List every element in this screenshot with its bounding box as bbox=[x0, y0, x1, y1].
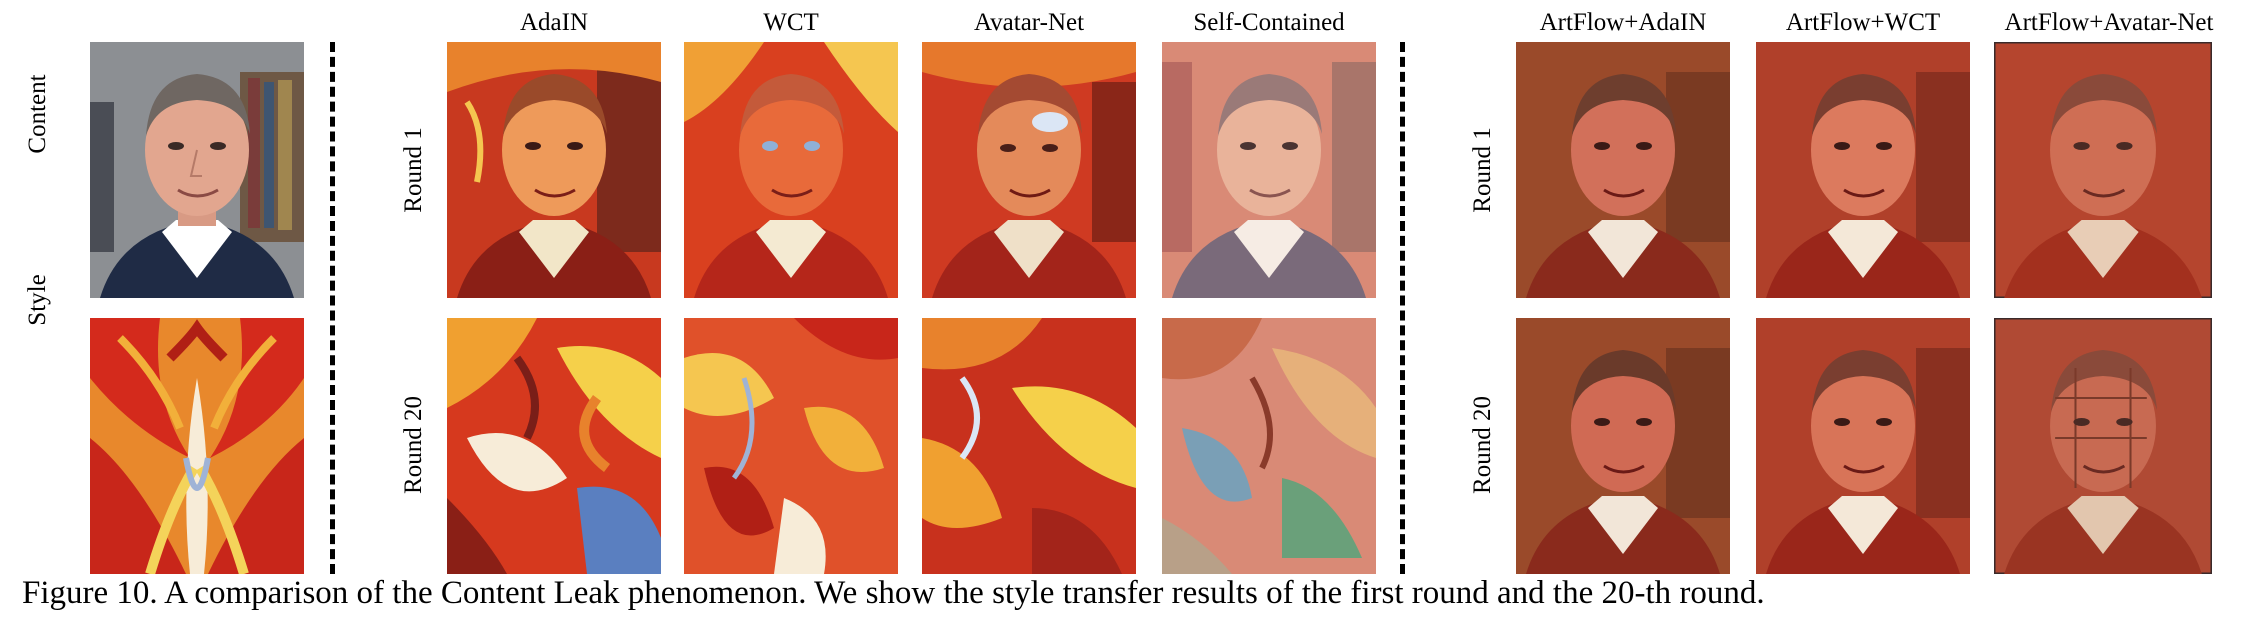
artflow-adain-round-20 bbox=[1516, 318, 1730, 574]
wct-round-1 bbox=[684, 42, 898, 298]
divider-right bbox=[1400, 42, 1405, 574]
divider-left bbox=[330, 42, 335, 574]
adain-round-20 bbox=[447, 318, 661, 574]
artflow-wct-round-20 bbox=[1756, 318, 1970, 574]
col-header-artflow-wct: ArtFlow+WCT bbox=[1785, 9, 1941, 36]
col-header-adain: AdaIN bbox=[519, 9, 589, 36]
avatar-net-round-20 bbox=[922, 318, 1136, 574]
avatar-net-round-1 bbox=[922, 42, 1136, 298]
row-label-round-1-middle: Round 1 bbox=[400, 127, 427, 213]
artflow-avatar-net-round-1 bbox=[1994, 42, 2212, 298]
col-header-wct: WCT bbox=[763, 9, 819, 36]
self-contained-round-1 bbox=[1162, 42, 1376, 298]
figure-caption: Figure 10. A comparison of the Content L… bbox=[22, 575, 1765, 611]
row-label-round-20-middle: Round 20 bbox=[400, 396, 427, 494]
adain-round-1 bbox=[447, 42, 661, 298]
artflow-adain-round-1 bbox=[1516, 42, 1730, 298]
content-photo bbox=[90, 42, 304, 298]
row-label-content: Content bbox=[24, 74, 51, 154]
wct-round-20 bbox=[684, 318, 898, 574]
style-painting bbox=[90, 318, 304, 574]
row-label-round-20-right: Round 20 bbox=[1469, 396, 1496, 494]
col-header-artflow-adain: ArtFlow+AdaIN bbox=[1539, 9, 1707, 36]
artflow-wct-round-1 bbox=[1756, 42, 1970, 298]
col-header-artflow-avatar-net: ArtFlow+Avatar-Net bbox=[2004, 9, 2214, 36]
row-label-round-1-right: Round 1 bbox=[1469, 127, 1496, 213]
self-contained-round-20 bbox=[1162, 318, 1376, 574]
row-label-style: Style bbox=[24, 274, 51, 326]
col-header-self-contained: Self-Contained bbox=[1193, 9, 1345, 36]
col-header-avatar-net: Avatar-Net bbox=[973, 9, 1085, 36]
artflow-avatar-net-round-20 bbox=[1994, 318, 2212, 574]
